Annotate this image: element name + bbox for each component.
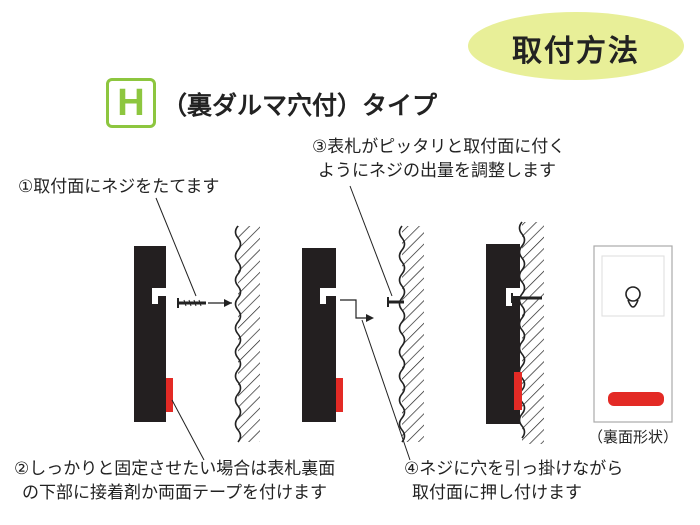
wall-2 [398,225,424,443]
plate-body-1 [134,246,166,422]
type-letter: H [117,82,145,124]
adhesive-2 [336,378,343,412]
leader-step1 [155,197,197,297]
keyhole-icon [625,286,641,302]
type-letter-box: H [106,78,156,128]
arrow-2 [340,299,372,319]
screw-3 [511,293,542,303]
step4-figure [486,221,544,444]
back-adhesive-strip [608,392,664,406]
wall-3 [518,221,544,444]
back-view [593,245,673,423]
step4-label-line2: 取付面に押し付けます [412,483,582,503]
step2-label-line2: の下部に接着剤か両面テープを付けます [22,483,327,503]
back-view-caption: （裏面形状） [588,428,679,446]
type-title: （裏ダルマ穴付）タイプ [162,91,438,120]
leader-step4 [361,319,411,461]
adhesive-3 [514,372,522,410]
keyhole-slot-3 [506,288,520,306]
screw-1 [177,298,206,308]
keyhole-slot-2 [320,288,336,304]
keyhole-slot-1 [152,288,166,304]
step4-label-line1: ④ネジに穴を引っ掛けながら [404,459,624,479]
step3-label-line2: ようにネジの出量を調整します [318,161,556,181]
step3-figure [302,185,424,443]
leader-step3 [349,185,393,297]
step1-figure [134,197,260,443]
wall-1 [234,225,260,443]
adhesive-1 [166,378,173,412]
plate-body-2 [302,248,336,422]
badge-title: 取付方法 [512,34,640,69]
leader-step2 [171,399,205,461]
step1-label: ①取付面にネジをたてます [18,177,220,197]
method-badge: 取付方法 [466,10,686,82]
screw-2 [387,297,404,307]
badge-ellipse [468,12,684,80]
step3-label-line1: ③表札がピッタリと取付面に付く [312,137,566,157]
step2-label-line1: ②しっかりと固定させたい場合は表札裏面 [14,459,336,479]
